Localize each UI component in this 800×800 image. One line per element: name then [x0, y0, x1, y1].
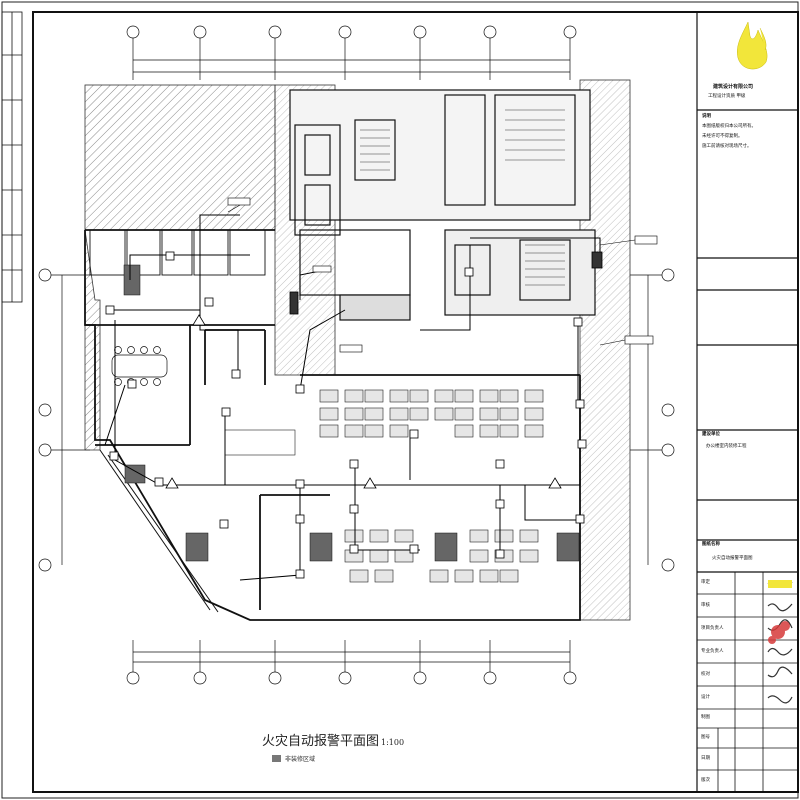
license-line: 工程设计资质 甲级 [708, 94, 746, 99]
structural-columns [123, 264, 580, 562]
yellow-stamp [768, 580, 792, 588]
legend: 非装修区域 [272, 754, 315, 763]
drawing-heading: 图纸名称 [702, 542, 720, 547]
title-block [696, 12, 798, 792]
callout-leaders [227, 197, 658, 353]
role-drawn: 制图 [701, 715, 710, 720]
role-discipline-lead: 专业负责人 [701, 649, 724, 654]
alarm-devices [165, 251, 603, 489]
role-checked: 校对 [701, 672, 710, 677]
role-designed: 设计 [701, 695, 710, 700]
note-line-1: 本图纸版权归本公司所有。 [702, 124, 756, 129]
note-line-2: 未经许可不得复制。 [702, 134, 743, 139]
legend-label: 非装修区域 [285, 756, 316, 763]
stairs [360, 109, 565, 286]
company-logo [737, 21, 768, 70]
red-stamp [768, 621, 790, 644]
project-name: 办公楼室内装修工程 [706, 444, 747, 449]
drawing-title-text: 火灾自动报警平面图 [262, 734, 380, 749]
grid-axis-right [630, 268, 675, 572]
binding-margin [1, 11, 23, 303]
footer-drawing-no: 图号 [701, 735, 710, 740]
workstations [224, 389, 544, 583]
drawing-frame [32, 11, 799, 793]
note-line-3: 施工前请核对现场尺寸。 [702, 144, 752, 149]
building-core [289, 89, 596, 321]
role-approved: 审定 [701, 580, 710, 585]
company-name: 建筑设计有限公司 [713, 84, 754, 90]
drawing-scale: 1:100 [381, 738, 405, 747]
role-reviewed: 审核 [701, 603, 710, 608]
grid-axis-left [38, 268, 90, 572]
notes-heading: 说明 [702, 114, 711, 119]
smoke-detectors [105, 251, 587, 579]
project-heading: 建设单位 [702, 432, 720, 437]
grid-axis-bottom [126, 640, 577, 685]
diagonal-facade [99, 449, 219, 613]
footer-date: 日期 [701, 756, 710, 761]
grid-axis-top [126, 25, 577, 80]
signature-table [697, 572, 798, 792]
office-rooms [89, 229, 266, 276]
role-project-lead: 项目负责人 [701, 626, 724, 631]
meeting-table [111, 346, 168, 386]
drawing-name: 火灾自动报警平面图 [712, 556, 753, 561]
legend-swatch [272, 755, 281, 762]
footer-revision: 版次 [701, 778, 710, 783]
